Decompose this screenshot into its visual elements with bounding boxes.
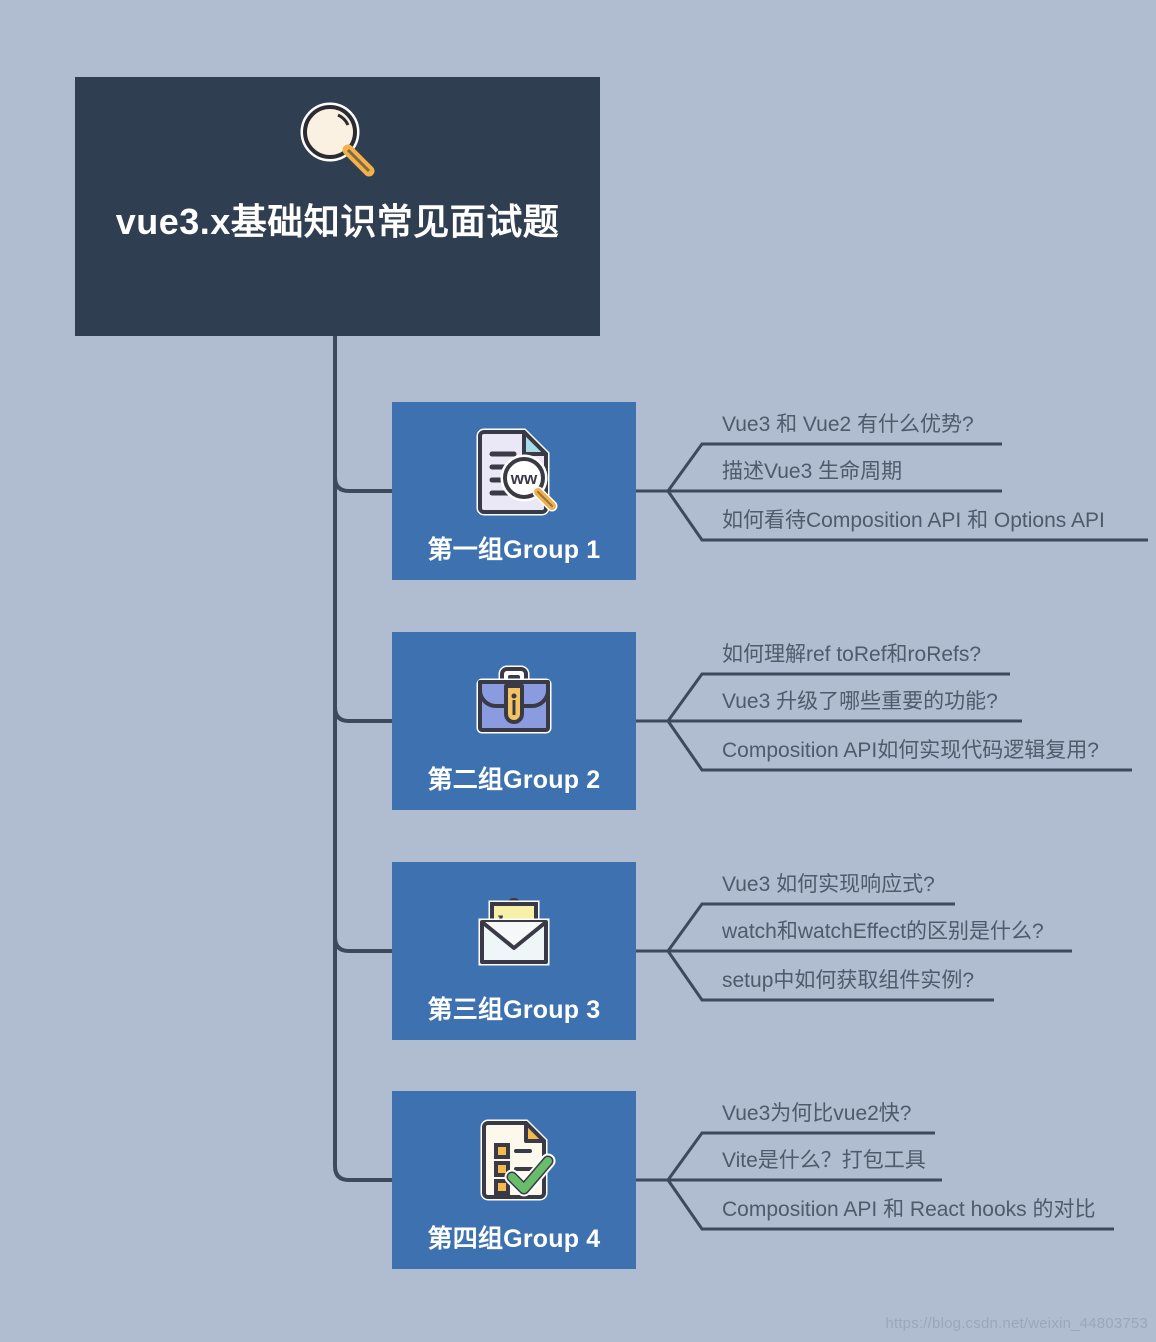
leaf-1-3[interactable]: 如何看待Composition API 和 Options API xyxy=(722,509,1105,532)
group-label-2: 第二组Group 2 xyxy=(427,766,601,794)
page-title: vue3.x基础知识常见面试题 xyxy=(115,201,560,242)
checklist-icon xyxy=(466,1111,562,1207)
leaf-4-2[interactable]: Vite是什么？打包工具 xyxy=(722,1149,926,1172)
svg-text:ww: ww xyxy=(510,469,538,488)
briefcase-icon xyxy=(466,652,562,748)
document-search-icon: ww xyxy=(466,422,562,518)
leaf-2-2[interactable]: Vue3 升级了哪些重要的功能? xyxy=(722,690,998,713)
leaf-4-3[interactable]: Composition API 和 React hooks 的对比 xyxy=(722,1198,1096,1221)
magnifying-glass-icon xyxy=(295,99,381,185)
leaf-1-1[interactable]: Vue3 和 Vue2 有什么优势? xyxy=(722,413,974,436)
leaf-2-1[interactable]: 如何理解ref toRef和roRefs? xyxy=(722,643,982,666)
leaf-2-3[interactable]: Composition API如何实现代码逻辑复用? xyxy=(722,739,1099,762)
group-node-3[interactable]: dear 第三组Group 3 xyxy=(392,862,636,1040)
leaf-3-2[interactable]: watch和watchEffect的区别是什么? xyxy=(722,920,1044,943)
group-label-4: 第四组Group 4 xyxy=(427,1225,601,1253)
leaf-4-1[interactable]: Vue3为何比vue2快? xyxy=(722,1102,912,1125)
leaf-3-3[interactable]: setup中如何获取组件实例? xyxy=(722,969,975,992)
group-label-1: 第一组Group 1 xyxy=(427,536,601,564)
root-node[interactable]: vue3.x基础知识常见面试题 xyxy=(75,77,600,336)
leaf-1-2[interactable]: 描述Vue3 生命周期 xyxy=(722,460,903,483)
group-node-4[interactable]: 第四组Group 4 xyxy=(392,1091,636,1269)
group-label-3: 第三组Group 3 xyxy=(427,996,601,1024)
group-node-2[interactable]: 第二组Group 2 xyxy=(392,632,636,810)
watermark: https://blog.csdn.net/weixin_44803753 xyxy=(885,1315,1148,1332)
open-envelope-icon: dear xyxy=(466,882,562,978)
leaf-3-1[interactable]: Vue3 如何实现响应式? xyxy=(722,873,935,896)
group-node-1[interactable]: ww 第一组Group 1 xyxy=(392,402,636,580)
